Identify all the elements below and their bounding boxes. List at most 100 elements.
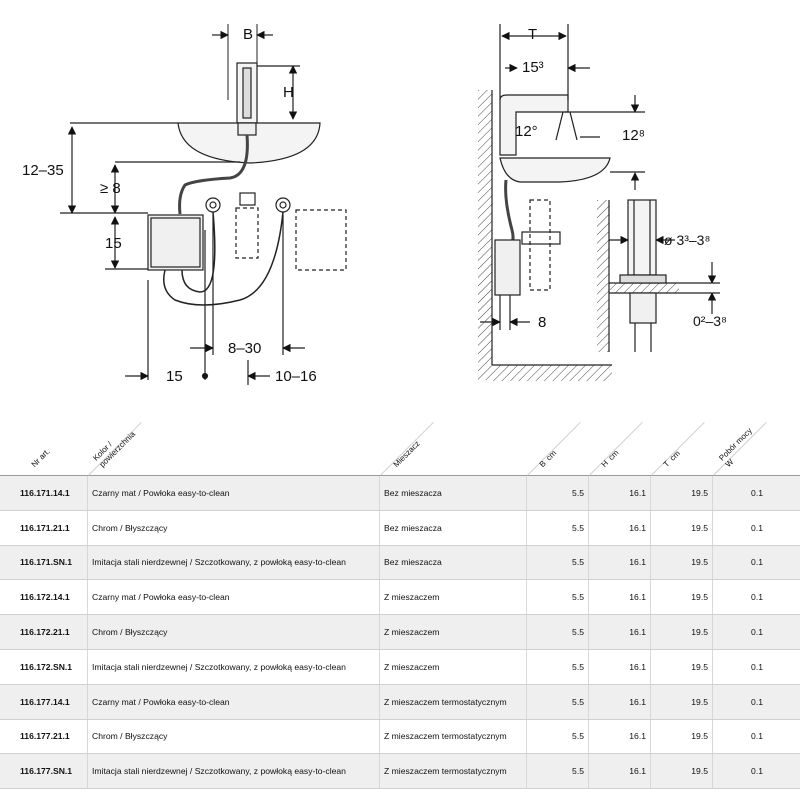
cell-t: 19.5 (651, 476, 713, 510)
header-t: Tcm (661, 448, 682, 469)
dim-12-8: 12⁸ (622, 127, 645, 144)
dim-15-3: 15³ (522, 59, 544, 76)
cell-h: 16.1 (589, 476, 651, 510)
cell-b: 5.5 (527, 615, 589, 649)
cell-mieszacz: Z mieszaczem (380, 580, 527, 615)
cell-nr: 116.177.SN.1 (0, 754, 88, 789)
header-kolor: Kolor /powierzchnia (91, 429, 138, 469)
cell-kolor: Czarny mat / Powłoka easy-to-clean (88, 684, 380, 719)
header-h: Hcm (599, 448, 621, 469)
front-view (60, 24, 347, 385)
dim-15-bottom: 15 (166, 368, 183, 385)
label-H: H (283, 84, 294, 101)
cell-kolor: Czarny mat / Powłoka easy-to-clean (88, 580, 380, 615)
cell-nr: 116.177.14.1 (0, 684, 88, 719)
cell-nr: 116.171.14.1 (0, 476, 88, 510)
dim-12-35: 12–35 (22, 162, 64, 179)
spec-table: Nr art. Kolor /powierzchnia Mieszacz Bcm… (0, 395, 800, 790)
cell-pobor: 0.1 (751, 766, 763, 777)
cell-kolor: Czarny mat / Powłoka easy-to-clean (88, 476, 380, 510)
header-b: Bcm (537, 448, 559, 469)
cell-kolor: Imitacja stali nierdzewnej / Szczotkowan… (88, 649, 380, 684)
label-T: T (528, 26, 537, 43)
cell-mieszacz: Z mieszaczem termostatycznym (380, 754, 527, 789)
cell-kolor: Imitacja stali nierdzewnej / Szczotkowan… (88, 754, 380, 789)
cell-pobor: 0.1 (751, 557, 763, 568)
cell-nr: 116.172.SN.1 (0, 649, 88, 684)
cell-t: 19.5 (651, 649, 713, 684)
angle-12: 12° (515, 123, 538, 140)
cell-t: 19.5 (651, 684, 713, 719)
cell-b: 5.5 (527, 684, 589, 719)
cell-b: 5.5 (527, 580, 589, 615)
dim-8: 8 (538, 314, 546, 331)
cell-b: 5.5 (527, 545, 589, 580)
cell-mieszacz: Z mieszaczem termostatycznym (380, 684, 527, 719)
cell-pobor: 0.1 (751, 487, 763, 498)
cell-pobor: 0.1 (751, 696, 763, 707)
cell-t: 19.5 (651, 754, 713, 789)
dim-8-30: 8–30 (228, 340, 261, 357)
cell-mieszacz: Bez mieszacza (380, 545, 527, 580)
cell-t: 19.5 (651, 615, 713, 649)
cell-b: 5.5 (527, 754, 589, 789)
header-nr: Nr art. (29, 446, 52, 469)
cell-nr: 116.171.SN.1 (0, 545, 88, 580)
label-B: B (243, 26, 253, 43)
cell-kolor: Chrom / Błyszczący (88, 719, 380, 754)
cell-h: 16.1 (589, 615, 651, 649)
cell-kolor: Chrom / Błyszczący (88, 615, 380, 649)
cell-pobor: 0.1 (751, 731, 763, 742)
cell-kolor: Chrom / Błyszczący (88, 510, 380, 545)
cell-h: 16.1 (589, 545, 651, 580)
cell-t: 19.5 (651, 719, 713, 754)
cell-mieszacz: Z mieszaczem (380, 615, 527, 649)
cell-h: 16.1 (589, 580, 651, 615)
cell-nr: 116.177.21.1 (0, 719, 88, 754)
cell-pobor: 0.1 (751, 627, 763, 638)
technical-drawing-svg: B H 12–35 ≥ 8 15 8–30 15 10–16 (22, 24, 727, 385)
cell-h: 16.1 (589, 510, 651, 545)
dim-15-left: 15 (105, 235, 122, 252)
cell-b: 5.5 (527, 510, 589, 545)
cell-mieszacz: Z mieszaczem termostatycznym (380, 719, 527, 754)
cell-h: 16.1 (589, 649, 651, 684)
cell-b: 5.5 (527, 476, 589, 510)
dim-ge8: ≥ 8 (100, 180, 121, 197)
technical-drawing: B H 12–35 ≥ 8 15 8–30 15 10–16 (0, 0, 800, 390)
cell-t: 19.5 (651, 580, 713, 615)
table-header: Nr art. Kolor /powierzchnia Mieszacz Bcm… (0, 395, 800, 476)
dim-thickness: 0²–3⁸ (693, 313, 727, 329)
cell-nr: 116.172.21.1 (0, 615, 88, 649)
cell-h: 16.1 (589, 684, 651, 719)
cell-pobor: 0.1 (751, 522, 763, 533)
cell-kolor: Imitacja stali nierdzewnej / Szczotkowan… (88, 545, 380, 580)
cell-pobor: 0.1 (751, 661, 763, 672)
cell-t: 19.5 (651, 510, 713, 545)
header-mieszacz: Mieszacz (391, 439, 422, 469)
cell-b: 5.5 (527, 719, 589, 754)
cell-pobor: 0.1 (751, 592, 763, 603)
dim-diameter: ø 3³–3⁸ (664, 232, 710, 248)
cell-h: 16.1 (589, 719, 651, 754)
basin (177, 122, 321, 164)
cell-t: 19.5 (651, 545, 713, 580)
dim-10-16: 10–16 (275, 368, 317, 385)
control-box (147, 214, 204, 271)
cell-h: 16.1 (589, 754, 651, 789)
cell-nr: 116.172.14.1 (0, 580, 88, 615)
cell-mieszacz: Z mieszaczem (380, 649, 527, 684)
cell-b: 5.5 (527, 649, 589, 684)
side-view (478, 24, 645, 381)
